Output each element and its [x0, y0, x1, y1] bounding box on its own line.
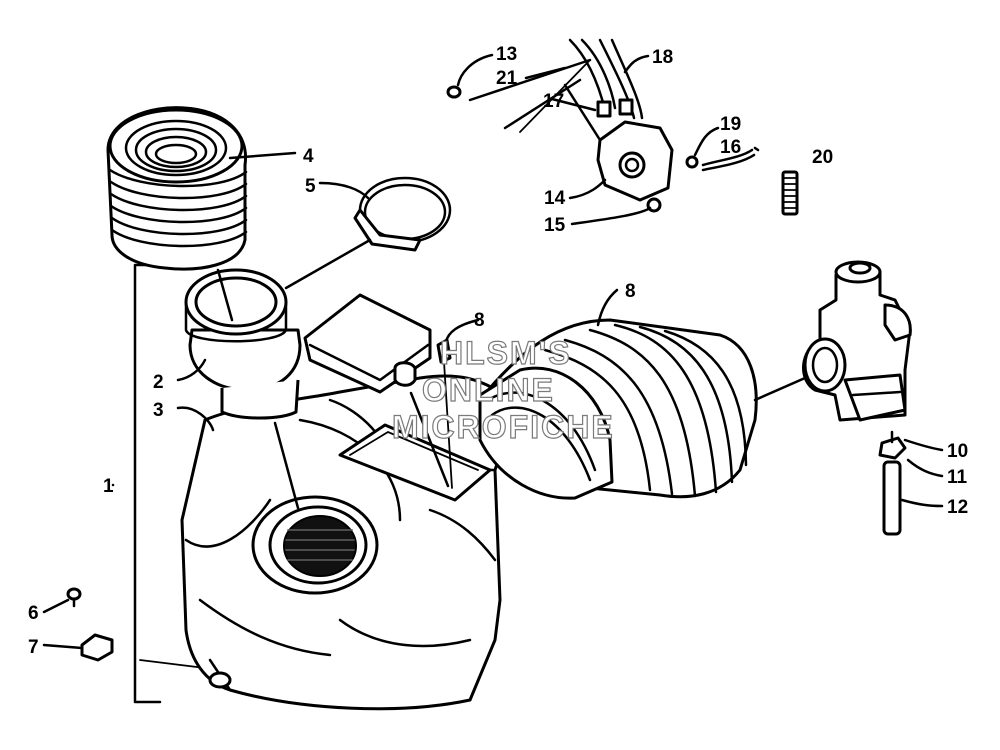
airbox-lid	[303, 293, 432, 394]
callout-1: 1	[103, 476, 114, 497]
intake-adapter	[184, 268, 302, 420]
watermark-line-2: ONLINE	[422, 372, 555, 408]
callout-14: 14	[544, 188, 566, 209]
callout-16: 16	[720, 137, 741, 158]
watermark-line-1: HLSM'S	[440, 335, 572, 371]
fitting-11	[878, 430, 907, 460]
watermark: HLSM'S ONLINE MICROFICHE	[391, 334, 615, 445]
bellows-boot	[106, 106, 248, 271]
callout-3: 3	[153, 400, 164, 421]
callout-2: 2	[153, 372, 164, 393]
callout-18: 18	[652, 47, 673, 68]
clip-7	[80, 633, 114, 662]
callout-8-plenum: 8	[625, 281, 636, 302]
callout-19: 19	[720, 114, 741, 135]
airbox-housing	[180, 374, 507, 711]
watermark-line-3: MICROFICHE	[392, 409, 615, 445]
callout-labels: 1 2 3 4 5 6 7 8 8 10 11 12 13 14 15 16 1…	[28, 44, 968, 658]
callout-4: 4	[303, 146, 314, 167]
callout-20: 20	[812, 147, 833, 168]
callout-12: 12	[947, 497, 968, 518]
callout-10: 10	[947, 441, 968, 462]
spring-20	[781, 170, 799, 216]
callout-13: 13	[496, 44, 517, 65]
drain-tube-12	[882, 460, 902, 536]
callout-7: 7	[28, 637, 39, 658]
callout-21: 21	[496, 68, 518, 89]
callout-11: 11	[947, 467, 968, 488]
screw-6	[66, 587, 82, 608]
intake-plenum	[478, 318, 758, 500]
leader-lines	[42, 53, 944, 650]
callout-15: 15	[544, 215, 566, 236]
callout-6: 6	[28, 603, 39, 624]
callout-5: 5	[305, 176, 316, 197]
bolt-8	[436, 338, 453, 489]
callout-17: 17	[543, 91, 564, 112]
fuel-pump-assembly	[446, 38, 756, 213]
carburetor	[753, 260, 912, 422]
callout-8-bolt: 8	[474, 310, 485, 331]
